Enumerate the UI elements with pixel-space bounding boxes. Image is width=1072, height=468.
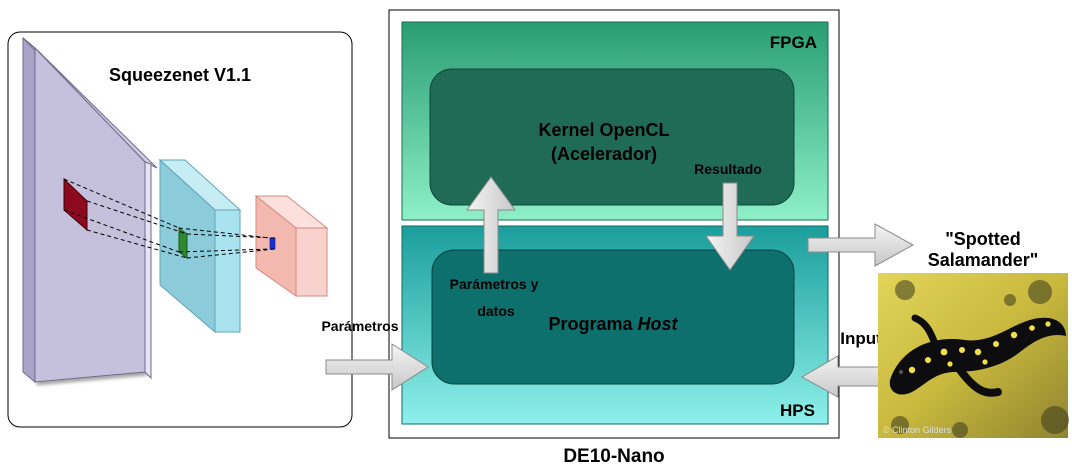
host-block	[431, 249, 795, 385]
host-italic: Host	[638, 314, 679, 334]
convolution-projection-lines	[63, 178, 276, 259]
squeezenet-panel: Squeezenet V1.1	[7, 31, 353, 428]
output-arrow	[807, 223, 915, 267]
host-program-label: Programa Host	[548, 314, 678, 334]
kernel-subtitle: (Acelerador)	[551, 144, 657, 164]
up-arrow-params	[466, 176, 516, 274]
middle-feature-block	[158, 158, 242, 334]
fpga-label: FPGA	[770, 33, 817, 52]
params-data-label-1: Parámetros y	[450, 276, 539, 292]
params-in-label: Parámetros	[321, 318, 398, 334]
salamander-photo: © Clinton Gilders	[878, 273, 1069, 438]
salamander-body	[889, 317, 1066, 395]
board-name: DE10-Nano	[563, 446, 664, 467]
input-feature-slab	[22, 36, 158, 384]
kernel-title: Kernel OpenCL	[538, 120, 669, 140]
photo-credit: © Clinton Gilders	[883, 425, 952, 435]
output-label-1: "Spotted	[945, 229, 1021, 249]
params-data-label-2: datos	[477, 303, 515, 319]
result-label: Resultado	[694, 161, 762, 177]
blue-patch	[269, 237, 276, 250]
down-arrow-result	[705, 182, 755, 271]
params-in-arrow	[325, 343, 429, 391]
hps-label: HPS	[780, 401, 815, 420]
output-feature-block	[254, 194, 329, 297]
input-label: Input	[840, 329, 882, 348]
squeezenet-title: Squeezenet V1.1	[109, 65, 251, 85]
kernel-block	[429, 68, 795, 206]
output-label-2: Salamander"	[928, 250, 1039, 270]
